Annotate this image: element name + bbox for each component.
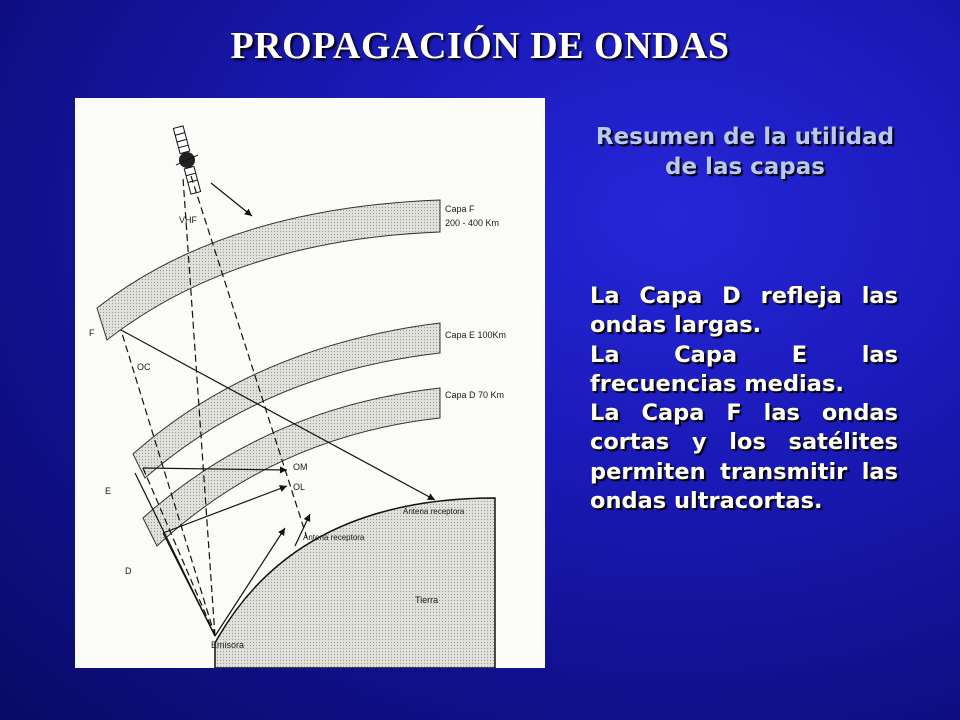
label-e: E [105, 486, 111, 496]
label-capa-f: Capa F [445, 204, 475, 214]
label-vhf: VHF [179, 215, 198, 225]
wave-rays [120, 175, 436, 637]
label-capa-f-alt: 200 - 400 Km [445, 218, 499, 228]
label-tierra: Tierra [415, 595, 438, 605]
diagram-svg: VHF Capa F 200 - 400 Km Capa E 100Km Cap… [89, 125, 506, 668]
satellite-icon [172, 125, 202, 195]
slide-title: PROPAGACIÓN DE ONDAS [230, 25, 730, 67]
layer-f-band [96, 199, 441, 341]
label-om: OM [293, 462, 308, 472]
label-oc: OC [137, 362, 151, 372]
label-capa-e: Capa E 100Km [445, 330, 506, 340]
layer-e-band [132, 322, 441, 479]
earth-surface [214, 497, 496, 668]
summary-heading: Resumen de la utilidad de las capas [595, 124, 895, 180]
paragraph-capa-d: La Capa D refleja las ondas largas. [590, 283, 898, 339]
label-d: D [125, 566, 132, 576]
paragraph-capa-f: La Capa F las ondas cortas y los satélit… [590, 400, 898, 515]
label-capa-d: Capa D 70 Km [445, 390, 504, 400]
label-antena-receptora-far: Antena receptora [403, 507, 465, 516]
label-emisora: Emisora [211, 640, 244, 650]
label-antena-receptora-near: Antena receptora [303, 533, 365, 542]
label-f: F [89, 328, 95, 338]
ionosphere-diagram: VHF Capa F 200 - 400 Km Capa E 100Km Cap… [75, 98, 545, 668]
summary-body: La Capa D refleja las ondas largas. La C… [590, 282, 898, 516]
paragraph-capa-e: La Capa E las frecuencias medias. [590, 341, 898, 397]
layer-d-band [142, 387, 441, 547]
label-ol: OL [293, 482, 305, 492]
